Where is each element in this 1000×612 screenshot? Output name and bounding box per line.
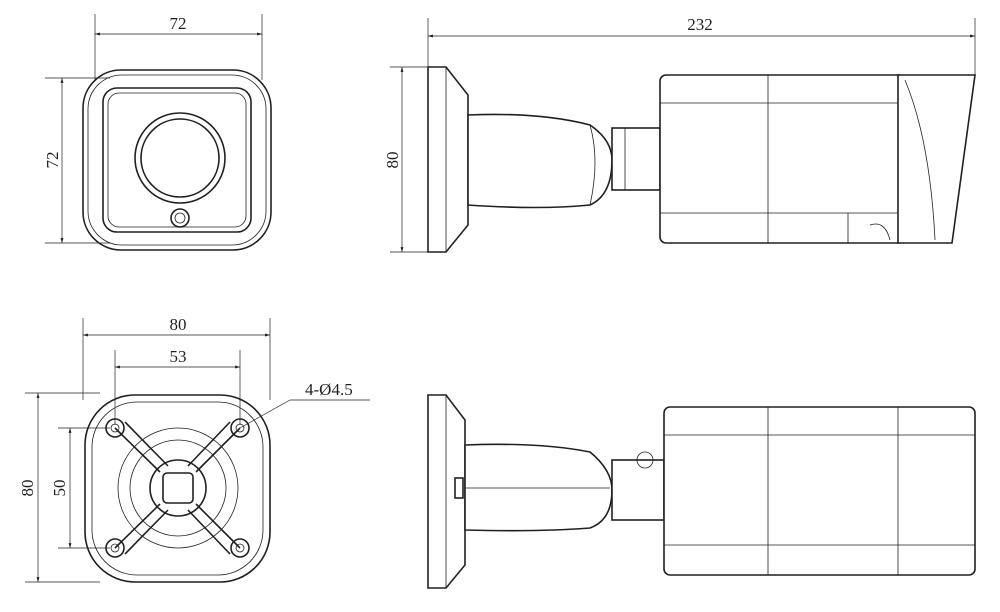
base-height-label: 80 (18, 480, 37, 497)
side-view: 232 80 (383, 15, 976, 253)
hole-spacing-v-label: 50 (50, 480, 69, 497)
lens (134, 112, 226, 204)
front-view: 72 72 (43, 14, 272, 251)
side-length-label: 232 (687, 15, 713, 34)
hole-spec-label: 4-Ø4.5 (305, 380, 353, 399)
light-sensor (170, 208, 190, 228)
mount-base-view: 80 53 80 50 4-Ø4.5 (18, 315, 370, 583)
side-height-label: 80 (383, 152, 402, 169)
front-width-label: 72 (170, 14, 187, 33)
hole-spacing-h-label: 53 (170, 347, 187, 366)
front-height-label: 72 (43, 152, 62, 169)
top-view (427, 394, 976, 589)
mounting-holes (105, 418, 250, 558)
base-width-label: 80 (170, 315, 187, 334)
